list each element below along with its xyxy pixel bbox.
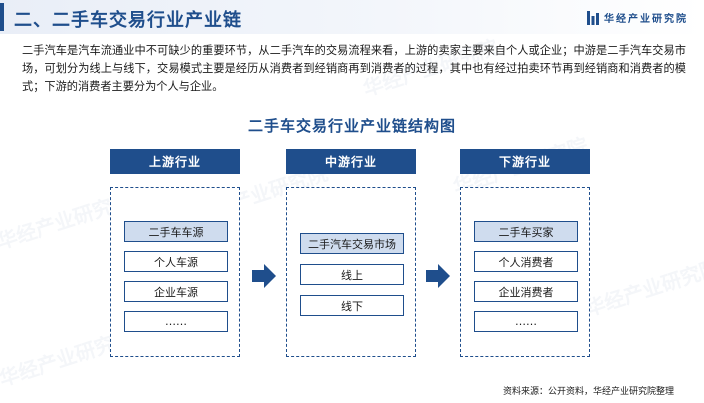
stage-box-midstream: 二手汽车交易市场 线上 线下 [286,187,416,357]
brand: 华经产业研究院 [587,10,688,25]
header-accent-bar [0,3,4,31]
section-title: 二、二手车交易行业产业链 [14,10,242,31]
stage-item: 企业消费者 [474,281,578,302]
stage-item: 线上 [300,264,404,285]
arrow-right-icon [426,264,450,288]
stage-header-upstream: 上游行业 [110,149,240,174]
stage-item: …… [124,311,228,332]
watermark: 华经产业研究院 [582,254,704,321]
stage-box-downstream: 二手车买家 个人消费者 企业消费者 …… [460,187,590,357]
stage-item: 二手车买家 [474,221,578,242]
stage-header-downstream: 下游行业 [460,149,590,174]
source-note: 资料来源：公开资料，华经产业研究院整理 [502,387,674,397]
stage-box-upstream: 二手车车源 个人车源 企业车源 …… [110,187,240,357]
arrow-right-icon [252,264,276,288]
stage-item: 二手车车源 [124,221,228,242]
diagram-title: 二手车交易行业产业链结构图 [247,117,456,135]
brand-name: 华经产业研究院 [604,14,688,25]
stage-item: 线下 [300,295,404,316]
stage-item: 企业车源 [124,281,228,302]
intro-paragraph: 二手汽车是汽车流通业中不可缺少的重要环节，从二手汽车的交易流程来看，上游的卖家主… [22,44,686,94]
stage-header-midstream: 中游行业 [286,149,416,174]
stage-item: 个人车源 [124,251,228,272]
stage-item: 二手汽车交易市场 [300,233,404,254]
brand-logo-icon [587,10,599,25]
stage-item: 个人消费者 [474,251,578,272]
header-band [0,0,704,34]
stage-item: …… [474,311,578,332]
